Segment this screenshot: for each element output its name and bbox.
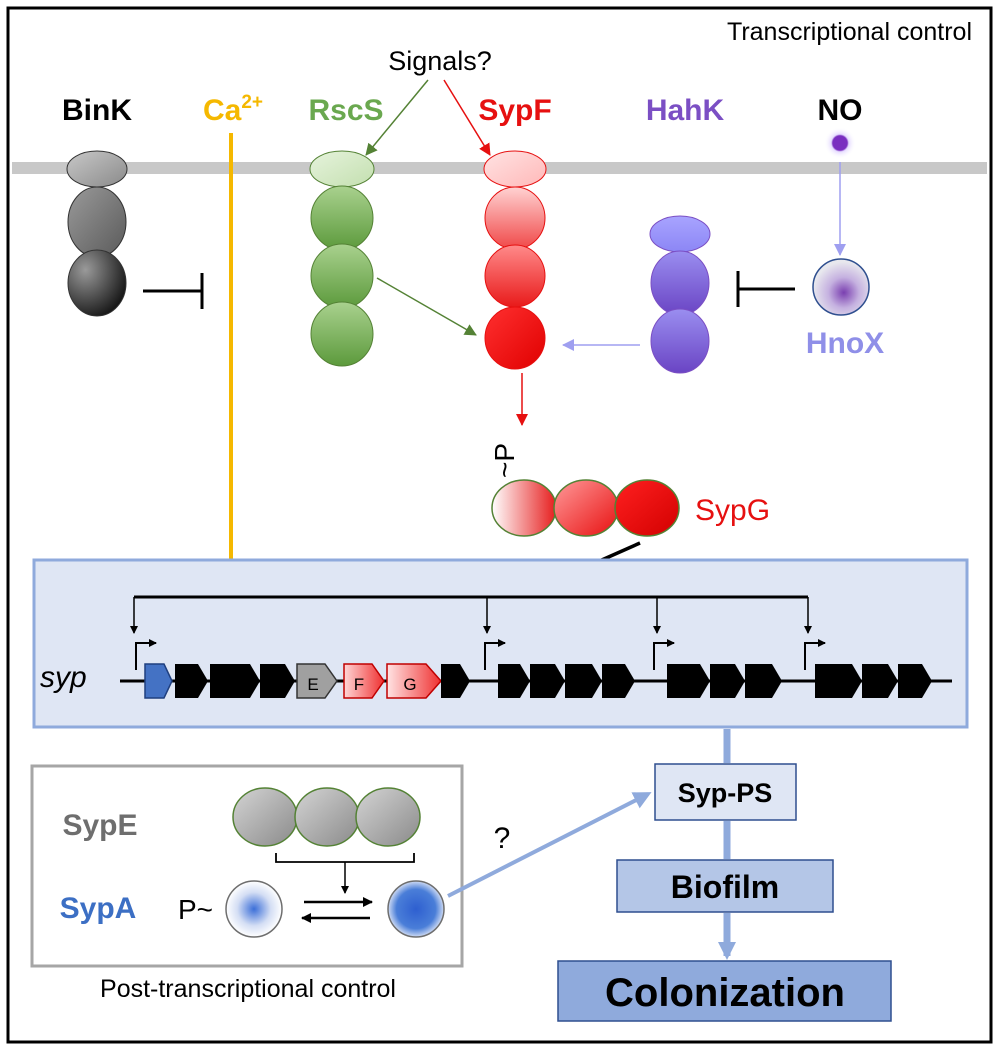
colonization-label: Colonization: [605, 971, 845, 1015]
hahk-label: HahK: [646, 94, 725, 127]
gene-g-label: G: [403, 675, 416, 694]
sypa-equilibrium-arrows: [301, 897, 373, 923]
gene-e-label: E: [307, 675, 318, 694]
sypa-phosphorylated: [225, 880, 283, 938]
sype-protein: [232, 787, 421, 847]
sypg-regulation-bracket: [130, 595, 812, 634]
transcriptional-control-label: Transcriptional control: [727, 18, 972, 46]
gene-cluster-1: [175, 664, 295, 698]
promoter-4: [804, 639, 826, 670]
biofilm-box: [616, 859, 834, 913]
hnox-protein: [812, 258, 870, 316]
no-label: NO: [818, 94, 863, 127]
gene-sypF: F: [343, 663, 385, 699]
gene-cluster-4: [815, 664, 932, 698]
sypf-protein: [483, 150, 547, 370]
promoter-3: [653, 639, 675, 670]
sypg-label: SypG: [695, 494, 770, 527]
sypa-unphosphorylated: [387, 880, 445, 938]
bink-protein: [66, 150, 128, 317]
gene-sypG: G: [386, 663, 443, 699]
gene-sypA: [144, 663, 173, 699]
rscs-label: RscS: [308, 94, 383, 127]
sype-label: SypE: [62, 809, 137, 842]
bink-inhibition: [143, 273, 204, 309]
sypa-to-sypps-arrow: [447, 792, 652, 898]
gene-cluster-2: [441, 664, 635, 698]
biofilm-label: Biofilm: [671, 869, 779, 905]
post-transcriptional-label: Post-transcriptional control: [100, 975, 396, 1003]
sypa-label: SypA: [60, 892, 137, 925]
hnox-inhibition: [736, 271, 795, 307]
no-molecule: [824, 127, 856, 159]
colonization-box: [557, 960, 892, 1022]
bink-label: BinK: [62, 94, 132, 127]
promoter-2: [484, 639, 506, 670]
syp-ps-label: Syp-PS: [678, 778, 773, 808]
phospho-sypa-label: P~: [178, 894, 213, 925]
gene-cluster-3: [667, 664, 782, 698]
sypg-protein: [491, 479, 680, 537]
hnox-label: HnoX: [806, 327, 884, 360]
syp-ps-box: [654, 763, 797, 821]
rscs-protein: [309, 150, 375, 367]
rscs-to-sypf-arrow: [376, 277, 477, 336]
question-mark: ?: [494, 822, 511, 855]
signal-to-sypf-arrow: [443, 79, 491, 156]
sypf-label: SypF: [478, 94, 551, 127]
sype-bracket: [275, 853, 415, 894]
signals-label: Signals?: [388, 46, 492, 76]
calcium-label: Ca2+: [203, 92, 263, 127]
syp-operon-label: syp: [40, 661, 87, 694]
phosphate-label: ~P: [489, 443, 520, 478]
hahk-protein: [649, 215, 711, 374]
gene-f-label: F: [354, 675, 364, 694]
signal-to-rscs-arrow: [365, 79, 429, 156]
promoter-1: [135, 639, 157, 670]
gene-sypE: E: [296, 663, 338, 699]
